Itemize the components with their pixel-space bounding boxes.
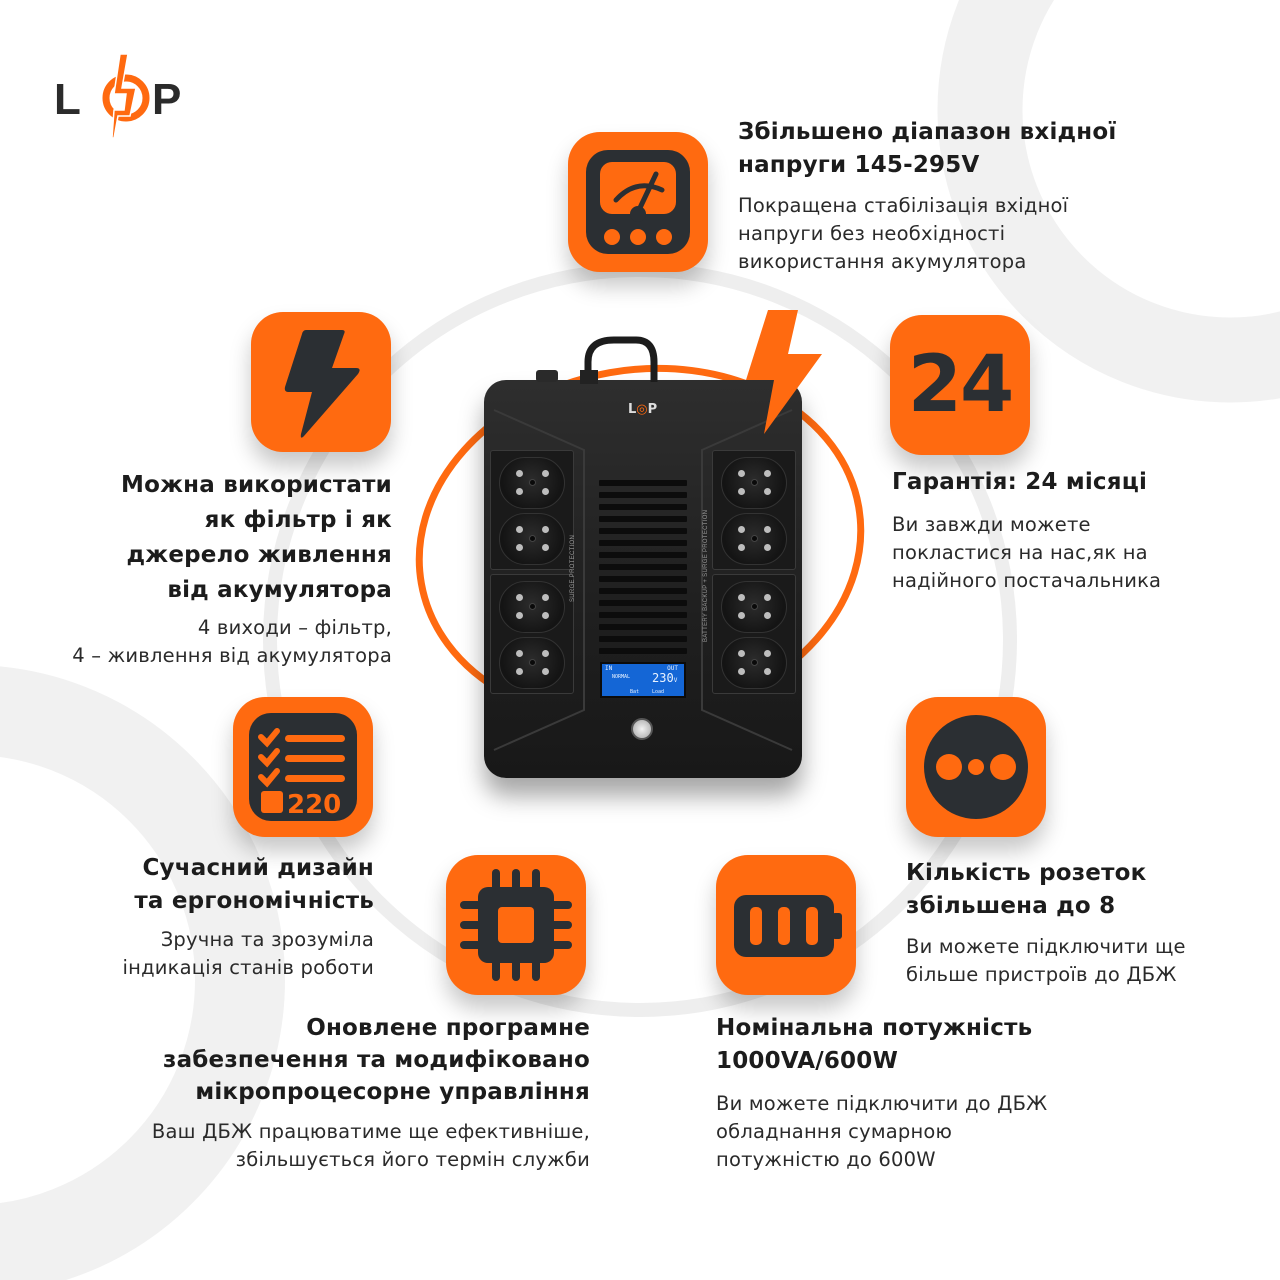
power-outlet — [721, 637, 787, 689]
power-outlet — [499, 513, 565, 565]
warranty-24-icon: 24 — [890, 315, 1030, 455]
title-line: Можна використати — [121, 472, 392, 498]
title-line: Сучасний дизайн — [142, 855, 374, 881]
vent-grille — [599, 480, 687, 680]
lcd-bat-label: Bat — [630, 689, 640, 695]
ups-body: L◎P SURGE PROTECTION BATTERY BACKUP + SU — [484, 380, 802, 778]
power-outlet — [721, 513, 787, 565]
lcd-load-label: Load — [652, 689, 665, 695]
desc-line: Ваш ДБЖ працюватиме ще ефективніше, — [151, 1120, 590, 1143]
battery-icon — [716, 855, 856, 995]
desc-line: Ви можете підключити до ДБЖ — [716, 1092, 1048, 1115]
desc-line: 4 виходи – фільтр, — [197, 616, 392, 639]
title-line: від акумулятора — [167, 577, 392, 603]
battery-backup-label: BATTERY BACKUP + SURGE PROTECTION — [703, 509, 709, 642]
desc-line: надійного постачальника — [892, 569, 1162, 592]
lightning-bolt-icon — [251, 312, 391, 452]
feature-filter-battery: Можна використати як фільтр і як джерело… — [10, 468, 392, 670]
feature-title: Оновлене програмне забезпечення та модиф… — [30, 1012, 590, 1108]
feature-desc: Ви завжди можете покластися на нас,як на… — [892, 511, 1262, 595]
brand-logo: L P — [52, 46, 192, 146]
desc-line: напруги без необхідності — [738, 222, 1006, 245]
feature-title: Гарантія: 24 місяці — [892, 466, 1262, 499]
desc-line: використання акумулятора — [738, 250, 1027, 273]
icon-220-text: 220 — [287, 790, 341, 820]
feature-warranty: Гарантія: 24 місяці Ви завжди можете пок… — [892, 466, 1262, 595]
title-line: забезпечення та модифіковано — [163, 1047, 590, 1073]
microchip-icon — [446, 855, 586, 995]
feature-outlets: Кількість розеток збільшена до 8 Ви може… — [906, 857, 1266, 989]
title-line: та ергономічність — [134, 888, 374, 914]
lcd-voltage: 230V — [652, 671, 678, 685]
desc-line: обладнання сумарною — [716, 1120, 953, 1143]
power-outlet — [499, 581, 565, 633]
feature-title: Сучасний дизайн та ергономічність — [40, 852, 374, 918]
desc-line: індикація станів роботи — [122, 956, 374, 979]
feature-desc: Зручна та зрозуміла індикація станів роб… — [40, 926, 374, 982]
feature-desc: Ви можете підключити до ДБЖ обладнання с… — [716, 1090, 1136, 1174]
desc-line: Зручна та зрозуміла — [160, 928, 374, 951]
power-socket-icon — [906, 697, 1046, 837]
feature-input-voltage: Збільшено діапазон вхідної напруги 145-2… — [738, 116, 1178, 276]
socket-group-battery — [712, 450, 796, 570]
desc-line: покластися на нас,як на — [892, 541, 1148, 564]
socket-group-surge — [490, 574, 574, 694]
feature-desc: Ваш ДБЖ працюватиме ще ефективніше, збіл… — [30, 1118, 590, 1174]
device-logo: L◎P — [628, 402, 658, 417]
desc-line: збільшується його термін служби — [235, 1148, 590, 1171]
power-outlet — [721, 581, 787, 633]
voltmeter-gauge-icon — [568, 132, 708, 272]
desc-line: потужністю до 600W — [716, 1148, 936, 1171]
socket-group-battery — [712, 574, 796, 694]
lcd-display: IN OUT NORMAL 230V Bat Load — [600, 662, 686, 698]
feature-desc: Ви можете підключити ще більше пристроїв… — [906, 933, 1266, 989]
title-line: Гарантія: 24 місяці — [892, 469, 1148, 495]
power-cable — [536, 336, 658, 384]
feature-title: Кількість розеток збільшена до 8 — [906, 857, 1266, 923]
feature-power: Номінальна потужність 1000VA/600W Ви мож… — [716, 1012, 1136, 1174]
desc-line: більше пристроїв до ДБЖ — [906, 963, 1177, 986]
socket-group-surge — [490, 450, 574, 570]
power-button[interactable] — [631, 718, 653, 740]
feature-design: Сучасний дизайн та ергономічність Зручна… — [40, 852, 374, 982]
title-line: збільшена до 8 — [906, 893, 1116, 919]
title-line: як фільтр і як — [204, 507, 392, 533]
feature-title: Збільшено діапазон вхідної напруги 145-2… — [738, 116, 1178, 182]
title-line: 1000VA/600W — [716, 1048, 899, 1074]
feature-title: Номінальна потужність 1000VA/600W — [716, 1012, 1136, 1078]
logo-letter-p: P — [152, 75, 181, 124]
title-line: напруги 145-295V — [738, 152, 980, 178]
title-line: Кількість розеток — [906, 860, 1147, 886]
desc-line: Ви завжди можете — [892, 513, 1091, 536]
title-line: Номінальна потужність — [716, 1015, 1033, 1041]
title-line: джерело живлення — [126, 542, 392, 568]
lcd-in-label: IN — [605, 665, 613, 672]
ups-device-image: L◎P SURGE PROTECTION BATTERY BACKUP + SU — [484, 336, 802, 778]
feature-desc: Покращена стабілізація вхідної напруги б… — [738, 192, 1178, 276]
lcd-mode: NORMAL — [612, 674, 631, 680]
warranty-number: 24 — [907, 340, 1015, 430]
title-line: Збільшено діапазон вхідної — [738, 119, 1117, 145]
power-outlet — [499, 637, 565, 689]
desc-line: 4 – живлення від акумулятора — [72, 644, 392, 667]
checklist-display-icon: 220 — [233, 697, 373, 837]
logo-letter-l: L — [54, 75, 81, 124]
surge-protection-label: SURGE PROTECTION — [570, 534, 576, 602]
desc-line: Покращена стабілізація вхідної — [738, 194, 1069, 217]
feature-title: Можна використати як фільтр і як джерело… — [10, 468, 392, 608]
power-outlet — [499, 457, 565, 509]
power-outlet — [721, 457, 787, 509]
title-line: мікропроцесорне управління — [195, 1079, 590, 1105]
feature-firmware: Оновлене програмне забезпечення та модиф… — [30, 1012, 590, 1174]
feature-desc: 4 виходи – фільтр, 4 – живлення від акум… — [10, 614, 392, 670]
lcd-out-label: OUT — [667, 665, 678, 672]
lightning-accent-icon — [746, 310, 822, 434]
desc-line: Ви можете підключити ще — [906, 935, 1186, 958]
title-line: Оновлене програмне — [306, 1015, 590, 1041]
